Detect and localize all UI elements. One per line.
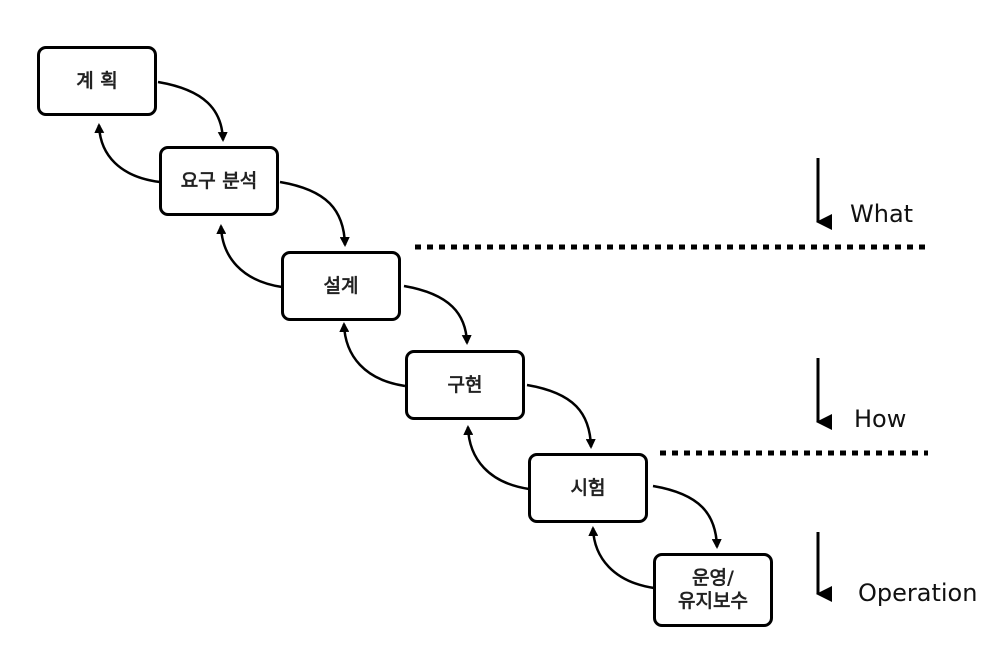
stage-box-planning: 계 획 — [37, 46, 157, 116]
forward-arrow-5 — [652, 484, 722, 549]
forward-arrow-3 — [403, 284, 472, 345]
forward-arrow-1 — [157, 80, 228, 142]
stage-label-requirements: 요구 분석 — [180, 169, 258, 192]
stage-box-design: 설계 — [281, 251, 401, 321]
stage-label-design: 설계 — [323, 274, 359, 297]
phase-label-how: How — [854, 405, 907, 433]
stage-box-testing: 시험 — [528, 453, 648, 523]
forward-arrow-2 — [279, 180, 350, 247]
feedback-arrow-4 — [463, 425, 530, 491]
stage-box-implementation: 구현 — [405, 350, 525, 420]
stage-box-operation: 운영/ 유지보수 — [653, 553, 773, 627]
stage-label-testing: 시험 — [570, 476, 606, 499]
forward-arrow-4 — [526, 383, 596, 449]
stage-label-operation: 운영/ 유지보수 — [678, 567, 748, 612]
phase-label-what: What — [850, 200, 914, 228]
feedback-arrow-5 — [588, 526, 655, 590]
stage-label-implementation: 구현 — [447, 373, 483, 396]
feedback-arrow-1 — [94, 123, 161, 184]
feedback-arrow-3 — [339, 322, 406, 388]
stage-label-planning: 계 획 — [76, 69, 118, 92]
phase-label-operation: Operation — [858, 579, 978, 607]
feedback-arrow-2 — [216, 224, 283, 289]
stage-box-requirements: 요구 분석 — [159, 146, 279, 216]
